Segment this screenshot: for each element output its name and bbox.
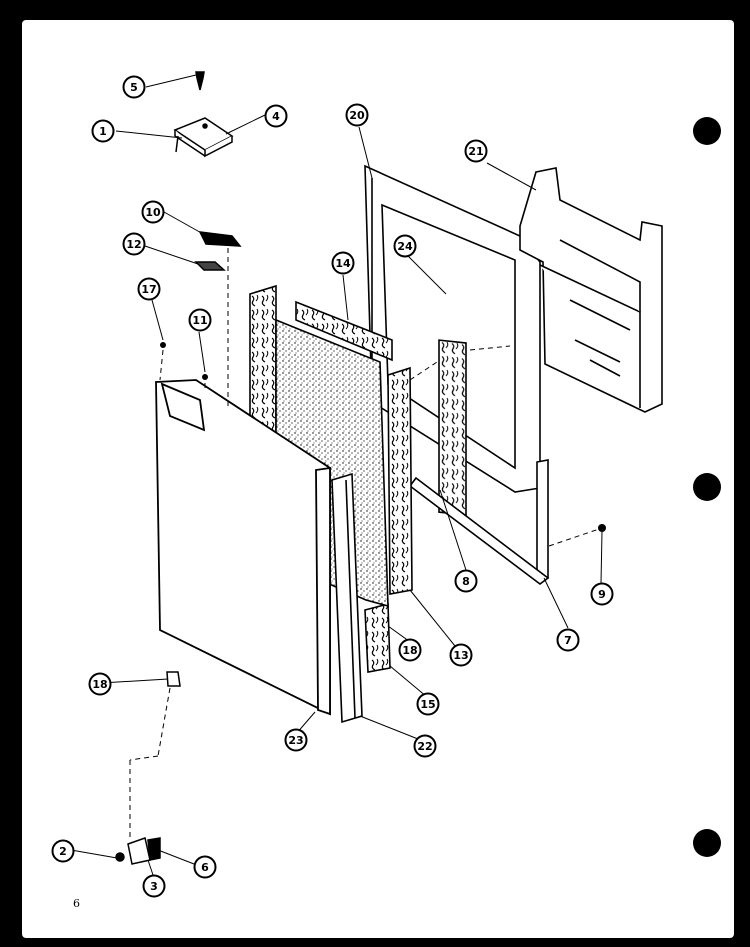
gasket-strip-24 xyxy=(438,339,467,516)
callout-label: 18 xyxy=(92,678,107,691)
callout-15: 15 xyxy=(416,692,440,716)
callout-8: 8 xyxy=(454,569,478,593)
callout-label: 2 xyxy=(59,845,67,858)
callout-18: 18 xyxy=(398,638,422,662)
callout-label: 17 xyxy=(141,283,156,296)
callout-22: 22 xyxy=(413,734,437,758)
binder-hole-bottom xyxy=(693,829,721,857)
callout-label: 23 xyxy=(288,734,303,747)
callout-circle xyxy=(142,874,166,898)
callout-4: 4 xyxy=(264,104,288,128)
callout-circle xyxy=(264,104,288,128)
callout-circle xyxy=(449,643,473,667)
callout-circle xyxy=(556,628,580,652)
leader-lines xyxy=(70,74,603,879)
callout-label: 24 xyxy=(397,240,413,253)
callout-circle xyxy=(122,232,146,256)
callout-label: 8 xyxy=(462,575,470,588)
callout-label: 14 xyxy=(335,257,351,270)
callout-circle xyxy=(91,119,115,143)
callout-label: 12 xyxy=(126,238,141,251)
callout-circle xyxy=(88,672,112,696)
callout-20: 20 xyxy=(345,103,369,127)
callout-label: 6 xyxy=(201,861,209,874)
binder-hole-middle xyxy=(693,473,721,501)
page-number: 6 xyxy=(73,897,80,910)
callout-23: 23 xyxy=(284,728,308,752)
callout-6: 6 xyxy=(193,855,217,879)
callout-circle xyxy=(416,692,440,716)
callout-24: 24 xyxy=(393,234,417,258)
callout-10: 10 xyxy=(141,200,165,224)
callout-label: 15 xyxy=(420,698,435,711)
callout-3: 3 xyxy=(142,874,166,898)
callout-circle xyxy=(137,277,161,301)
binder-hole-top xyxy=(693,117,721,145)
callout-circle xyxy=(464,139,488,163)
callout-label: 11 xyxy=(192,314,207,327)
callout-label: 3 xyxy=(150,880,158,893)
callout-5: 5 xyxy=(122,75,146,99)
door-trim-22 xyxy=(331,472,363,724)
callout-2: 2 xyxy=(51,839,75,863)
callout-label: 10 xyxy=(145,206,161,219)
callout-14: 14 xyxy=(331,251,355,275)
callout-label: 7 xyxy=(564,634,572,647)
callout-13: 13 xyxy=(449,643,473,667)
callout-circle xyxy=(393,234,417,258)
callout-label: 1 xyxy=(99,125,107,138)
callout-circle xyxy=(413,734,437,758)
callout-7: 7 xyxy=(556,628,580,652)
door-panel-23 xyxy=(155,379,331,716)
callout-12: 12 xyxy=(122,232,146,256)
screw-11 xyxy=(202,374,208,380)
callout-circle xyxy=(193,855,217,879)
callout-circle xyxy=(51,839,75,863)
callout-21: 21 xyxy=(464,139,488,163)
callout-circle xyxy=(141,200,165,224)
callout-11: 11 xyxy=(188,308,212,332)
callout-18: 18 xyxy=(88,672,112,696)
callout-circle xyxy=(454,569,478,593)
callout-label: 21 xyxy=(468,145,483,158)
callout-circle xyxy=(590,582,614,606)
callout-17: 17 xyxy=(137,277,161,301)
callout-label: 9 xyxy=(598,588,606,601)
callout-label: 18 xyxy=(402,644,417,657)
callout-circle xyxy=(122,75,146,99)
hinge-bracket-assembly xyxy=(194,231,242,271)
callout-label: 20 xyxy=(349,109,365,122)
callout-circle xyxy=(284,728,308,752)
callout-1: 1 xyxy=(91,119,115,143)
assembly-lines xyxy=(129,248,603,838)
callout-9: 9 xyxy=(590,582,614,606)
callout-label: 13 xyxy=(453,649,468,662)
callout-label: 22 xyxy=(417,740,432,753)
callout-circle xyxy=(398,638,422,662)
housing-part-21 xyxy=(519,167,663,413)
callout-label: 5 xyxy=(130,81,138,94)
callout-circle xyxy=(331,251,355,275)
bottom-hinge-assembly xyxy=(115,671,181,865)
screw-17 xyxy=(160,342,166,348)
callout-circle xyxy=(345,103,369,127)
callout-circle xyxy=(188,308,212,332)
top-hinge-assembly xyxy=(173,71,234,158)
callout-label: 4 xyxy=(272,110,280,123)
